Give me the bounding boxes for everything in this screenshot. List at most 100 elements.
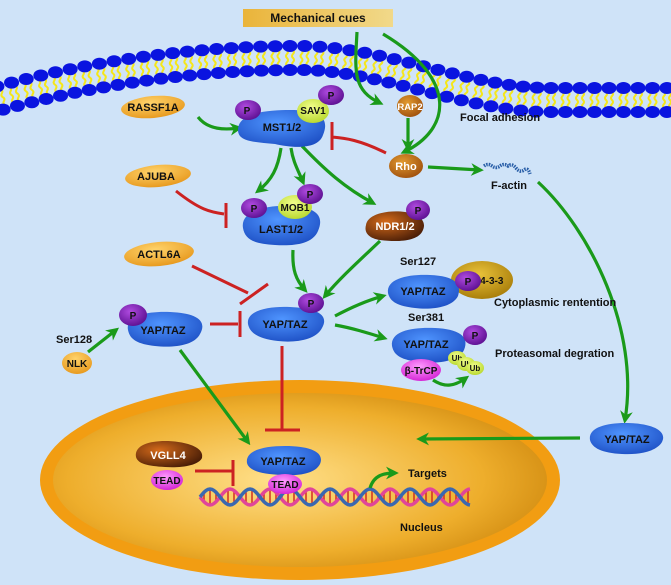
lipid-head [453,94,469,107]
lipid-head [253,40,269,53]
lipid-head [601,106,617,118]
dna-helix [198,487,471,507]
node-tead-left: TEAD [151,470,183,490]
lipid-head [225,66,241,79]
svg-text:NDR1/2: NDR1/2 [375,221,414,233]
lipid-tails [457,79,471,98]
lipid-head [253,64,269,77]
lipid-head [528,105,544,118]
svg-text:14-3-3: 14-3-3 [475,276,504,287]
lipid-head [0,80,5,92]
lipid-head [4,76,20,89]
lipid-head [395,79,411,92]
svg-text:YAP/TAZ: YAP/TAZ [604,434,650,446]
lipid-tails [531,90,542,109]
svg-text:β-TrCP: β-TrCP [405,366,438,377]
svg-text:TEAD: TEAD [153,476,180,487]
svg-text:P: P [130,311,137,322]
arrow-cues-to-rho [382,32,442,154]
lipid-head [9,99,25,112]
lipid-tails [168,55,180,75]
node-yap-nucleus: YAP/TAZ [246,446,321,476]
lipid-head [194,44,210,57]
lipid-head [543,106,559,118]
lipid-tails [589,91,600,109]
svg-text:MST1/2: MST1/2 [263,122,302,134]
lipid-head [312,40,328,53]
arrow-factin-to-yap [536,180,633,424]
lipid-head [96,81,112,94]
lipid-head [167,70,183,83]
lipid-tails [546,91,556,109]
lipid-head [182,69,198,82]
lipid-tails [197,53,209,72]
lipid-head [297,40,313,53]
lipid-tails [255,49,267,68]
lipid-tails [618,91,629,109]
activation-arrows [87,31,633,489]
lipid-head [659,82,671,94]
lipid-head [444,67,460,80]
lipid-head [558,82,573,94]
lipid-tails [67,71,78,91]
nucleus-label: Nucleus [400,522,443,534]
arrow-targets [368,466,399,489]
lipid-head [106,55,122,68]
lipid-tails [52,74,64,94]
svg-text:Ub: Ub [461,360,472,369]
lipid-head [165,47,181,60]
node-factin: F-actin [482,162,532,192]
dna-strand [198,487,471,507]
lipid-head [372,49,388,62]
lipid-tails [313,49,325,68]
ser128-label: Ser128 [56,334,92,346]
lipid-tails [139,59,151,78]
lipid-head [47,66,63,79]
svg-text:P: P [307,190,314,201]
svg-text:MOB1: MOB1 [281,203,310,214]
lipid-head [77,60,93,73]
svg-text:NLK: NLK [67,359,88,370]
lipid-head [410,83,426,96]
node-ndr: NDR1/2 P [365,200,430,242]
lipid-tails [342,53,354,72]
node-vgll4: VGLL4 [135,441,203,468]
node-tead-center: TEAD [268,474,302,494]
lipid-head [587,106,602,118]
lipid-head [616,106,631,118]
lipid-head [121,52,137,65]
lipid-tails [125,61,136,80]
lipid-head [338,67,354,80]
lipid-head [483,100,499,113]
lipid-head [62,63,78,76]
lipid-head [498,102,514,115]
svg-text:TEAD: TEAD [271,480,298,491]
svg-text:YAP/TAZ: YAP/TAZ [260,456,306,468]
arrow-mst-to-ndr [300,144,377,205]
svg-text:SAV1: SAV1 [300,106,326,117]
svg-text:Rho: Rho [395,161,417,173]
arrow-yap-to-deg [334,323,388,342]
lipid-head [473,73,489,86]
node-yap-left: YAP/TAZ P [119,304,203,347]
svg-text:YAP/TAZ: YAP/TAZ [403,339,449,351]
lipid-head [0,103,11,116]
arrow-ndr-to-yap [322,239,382,299]
lipid-head [587,82,602,94]
node-mst-complex: MST1/2 SAV1 P P [235,85,344,147]
inhibit-vgll4-to-yap [195,460,235,486]
inhibit-actl6a-to-yap [191,264,269,306]
lipid-tails [270,49,281,68]
ser381-label: Ser381 [408,312,444,324]
lipid-tails [284,49,296,67]
arrow-btrcp-to-ub [432,375,470,389]
svg-text:LAST1/2: LAST1/2 [259,224,303,236]
lipid-head [223,42,239,55]
lipid-head [601,82,617,94]
lipid-head [659,106,671,118]
arrow-yapleft-to-nucleus [178,349,251,446]
lipid-tails [647,91,658,109]
lipid-tails [241,50,252,69]
lipid-head [210,66,226,79]
